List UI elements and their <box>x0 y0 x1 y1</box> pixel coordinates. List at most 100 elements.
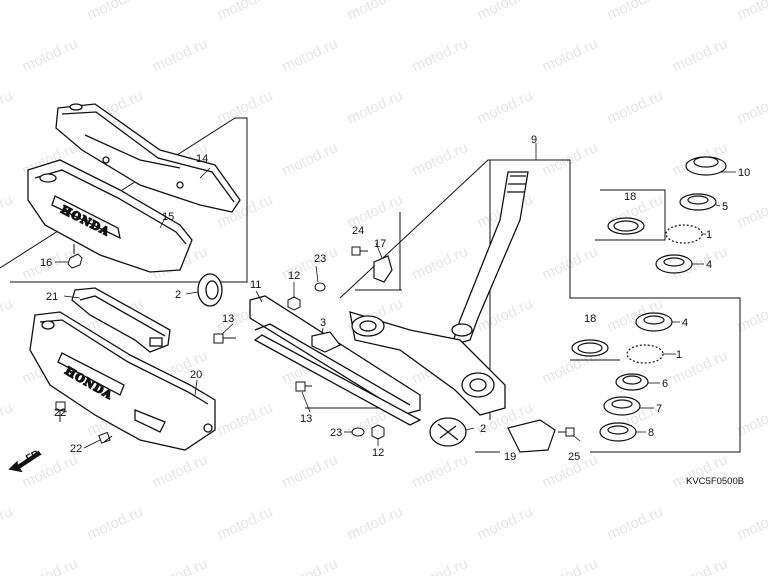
upper-cover-part-14 <box>55 103 241 213</box>
watermark-text: motod.ru <box>85 503 146 543</box>
callout-1b: 1 <box>676 349 682 361</box>
bolt-part-24 <box>351 246 368 256</box>
watermark-text: motod.ru <box>20 555 81 576</box>
watermark-text: motod.ru <box>215 503 276 543</box>
callout-2b: 2 <box>480 423 486 435</box>
callout-20: 20 <box>190 369 202 381</box>
watermark-text: motod.ru <box>605 0 666 24</box>
watermark-text: motod.ru <box>475 0 536 24</box>
watermark-text: motod.ru <box>280 139 341 179</box>
watermark-text: motod.ru <box>735 191 768 231</box>
watermark-text: motod.ru <box>20 35 81 75</box>
watermark-text: motod.ru <box>475 87 536 127</box>
bearing-stack-upper <box>607 156 727 274</box>
watermark-text: motod.ru <box>150 35 211 75</box>
callout-13a: 13 <box>222 313 234 325</box>
bolt-part-13-upper <box>213 333 236 344</box>
watermark-text: motod.ru <box>280 35 341 75</box>
callout-3: 3 <box>320 317 326 329</box>
bolt-part-22-upper <box>55 401 66 422</box>
bolt-part-22-lower <box>98 431 113 444</box>
callout-13b: 13 <box>300 413 312 425</box>
watermark-text: motod.ru <box>540 555 601 576</box>
callout-24: 24 <box>352 225 364 237</box>
watermark-text: motod.ru <box>410 139 471 179</box>
watermark-text: motod.ru <box>215 0 276 24</box>
callout-23a: 23 <box>314 253 326 265</box>
grommet-part-2-left <box>197 273 223 307</box>
callout-9: 9 <box>531 134 537 146</box>
diagram-code: KVC5F0500B <box>686 476 744 487</box>
callout-11: 11 <box>250 279 261 291</box>
callout-23b: 23 <box>330 427 342 439</box>
watermark-text: motod.ru <box>605 503 666 543</box>
watermark-text: motod.ru <box>345 503 406 543</box>
callout-4b: 4 <box>682 317 688 329</box>
callout-14: 14 <box>196 153 208 165</box>
callout-19: 19 <box>504 451 516 463</box>
watermark-text: motod.ru <box>0 87 15 127</box>
watermark-text: motod.ru <box>670 35 731 75</box>
washer-part-23-lower <box>351 427 365 437</box>
callout-6: 6 <box>662 378 668 390</box>
callout-4a: 4 <box>706 259 712 271</box>
callout-15: 15 <box>162 211 174 223</box>
watermark-text: motod.ru <box>0 191 15 231</box>
washer-part-23-upper <box>314 282 326 292</box>
watermark-text: motod.ru <box>215 87 276 127</box>
watermark-text: motod.ru <box>410 35 471 75</box>
watermark-text: motod.ru <box>735 503 768 543</box>
callout-7: 7 <box>656 403 662 415</box>
callout-16: 16 <box>40 257 52 269</box>
nut-part-12-upper <box>287 296 301 311</box>
watermark-text: motod.ru <box>605 87 666 127</box>
watermark-text: motod.ru <box>215 399 276 439</box>
clamp-part-17 <box>373 255 393 283</box>
front-cover-part-15: HONDA <box>27 159 193 273</box>
watermark-text: motod.ru <box>150 555 211 576</box>
callout-17: 17 <box>374 238 386 250</box>
guide-part-19 <box>507 419 556 453</box>
watermark-text: motod.ru <box>410 243 471 283</box>
leader-lines <box>55 143 736 449</box>
watermark-text: motod.ru <box>410 451 471 491</box>
steering-stem-part-9 <box>349 171 529 416</box>
bracket-part-21 <box>71 287 171 353</box>
callout-18a: 18 <box>624 191 636 203</box>
callout-25: 25 <box>568 451 580 463</box>
watermark-text: motod.ru <box>345 87 406 127</box>
watermark-text: motod.ru <box>540 35 601 75</box>
watermark-text: motod.ru <box>475 503 536 543</box>
watermark-text: motod.ru <box>280 555 341 576</box>
callout-8: 8 <box>648 427 654 439</box>
watermark-text: motod.ru <box>735 0 768 24</box>
watermark-text: motod.ru <box>735 87 768 127</box>
watermark-text: motod.ru <box>0 295 15 335</box>
callout-18b: 18 <box>584 313 596 325</box>
grommet-part-2-right <box>429 417 467 447</box>
watermark-text: motod.ru <box>0 399 15 439</box>
bracket-part-3 <box>311 331 341 353</box>
bolt-part-13-lower <box>295 381 312 392</box>
callout-12a: 12 <box>288 270 300 282</box>
watermark-text: motod.ru <box>0 503 15 543</box>
screw-part-16 <box>67 244 83 269</box>
lower-cover-part-20: HONDA <box>29 311 216 451</box>
callout-1a: 1 <box>706 229 712 241</box>
callout-10: 10 <box>738 167 750 179</box>
watermark-text: motod.ru <box>280 451 341 491</box>
callout-labels: 14 15 16 21 20 22 22 2 11 12 3 13 13 12 … <box>40 134 750 487</box>
front-direction-label: FR. <box>24 447 44 464</box>
callout-22a: 22 <box>54 407 66 419</box>
nut-part-12-lower <box>371 424 385 440</box>
watermark-text: motod.ru <box>345 0 406 24</box>
bolt-part-25 <box>558 427 575 437</box>
callout-2a: 2 <box>175 289 181 301</box>
stay-part-11 <box>249 295 422 426</box>
watermark-text: motod.ru <box>150 451 211 491</box>
watermark-text: motod.ru <box>0 0 15 24</box>
callout-5: 5 <box>722 201 728 213</box>
watermark-text: motod.ru <box>410 555 471 576</box>
